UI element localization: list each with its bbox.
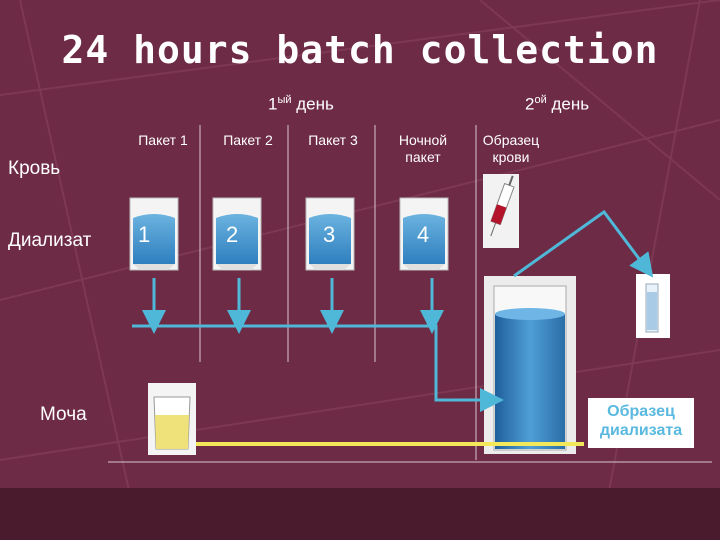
bag-number-3: 3 [323, 222, 336, 247]
bag-label-night: Ночной пакет [398, 132, 448, 165]
page-title: 24 hours batch collection [61, 28, 659, 72]
bag-number-4: 4 [417, 222, 430, 247]
bag-number-2: 2 [226, 222, 239, 247]
day1-number: 1 [268, 94, 278, 114]
row-label-blood: Кровь [8, 158, 61, 179]
day2-header: 2ой день [525, 94, 589, 115]
bag-1 [129, 197, 179, 271]
dialysate-sample-box [588, 398, 694, 448]
row-label-dialysate: Диализат [8, 230, 92, 251]
column-separators [199, 125, 477, 460]
bag-4 [399, 197, 449, 271]
day1-header: 1ый день [268, 94, 334, 115]
bag-label-1: Пакет 1 [138, 132, 188, 148]
blood-sample-label: Образец крови [482, 132, 540, 165]
day1-suffix: ый [277, 94, 292, 106]
dialysate-beaker [484, 276, 576, 454]
day2-number: 2 [525, 94, 535, 114]
bag-label-2: Пакет 2 [223, 132, 273, 148]
bag-number-1: 1 [138, 222, 151, 247]
dialysate-sample-tube [636, 274, 670, 338]
day2-word: день [551, 94, 590, 114]
day1-word: день [296, 94, 334, 114]
bag-label-3: Пакет 3 [308, 132, 358, 148]
collection-arrows [132, 209, 654, 412]
row-label-urine: Моча [40, 404, 87, 425]
blood-syringe [483, 174, 519, 248]
dialysate-sample-label: Образец диализата [599, 403, 683, 439]
bag-3 [305, 197, 355, 271]
day2-suffix: ой [534, 94, 547, 106]
bag-2 [212, 197, 262, 271]
urine-beaker [148, 383, 196, 455]
